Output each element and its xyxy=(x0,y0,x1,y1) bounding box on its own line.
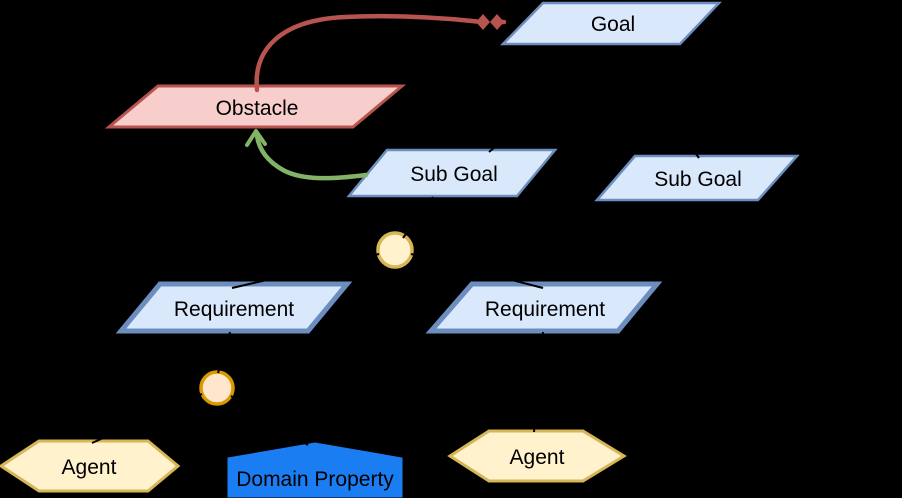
agent-right-node xyxy=(447,429,627,483)
refinement-circle-lower xyxy=(199,370,235,406)
subgoal-right-node xyxy=(594,154,800,202)
connector-requirement-circle-lower xyxy=(217,331,231,374)
connector-circle-requirement-right xyxy=(410,253,544,289)
obstacle-label: Obstacle xyxy=(216,97,299,120)
agent-right-label: Agent xyxy=(510,446,565,469)
agent-left-label: Agent xyxy=(62,456,117,479)
connector-requirement-agent-right xyxy=(533,331,544,433)
agent-left-node xyxy=(0,439,181,493)
obstacle-node xyxy=(104,84,407,129)
connector-circle-agent-left xyxy=(91,393,203,444)
requirement-right-node xyxy=(425,281,663,334)
refinement-circle-upper xyxy=(376,231,414,269)
domain-property-label: Domain Property xyxy=(236,468,394,491)
double-diamond-marker-icon xyxy=(476,14,490,30)
subgoal-left-node xyxy=(346,148,558,198)
refinement-connectors xyxy=(91,45,700,446)
subgoal-right-label: Sub Goal xyxy=(654,168,742,191)
requirement-left-node xyxy=(115,281,353,334)
connector-circle-requirement-left xyxy=(231,253,380,289)
resolution-edge xyxy=(245,129,369,181)
goal-label: Goal xyxy=(591,13,635,36)
connector-goal-subgoal-left xyxy=(488,45,618,153)
obstruction-curve xyxy=(254,13,480,93)
connector-circle-domain-property xyxy=(230,395,309,446)
connector-goal-subgoal-right xyxy=(616,45,700,159)
subgoal-left-label: Sub Goal xyxy=(410,163,498,186)
resolution-curve xyxy=(254,133,369,181)
obstruction-edge xyxy=(254,13,507,93)
double-diamond-marker-icon xyxy=(490,14,504,30)
requirement-left-label: Requirement xyxy=(174,298,294,321)
domain-property-node xyxy=(227,442,403,498)
goal-node xyxy=(500,1,722,46)
connector-subgoal-circle xyxy=(402,196,434,239)
requirement-right-label: Requirement xyxy=(485,298,605,321)
open-arrowhead-icon xyxy=(245,129,267,147)
